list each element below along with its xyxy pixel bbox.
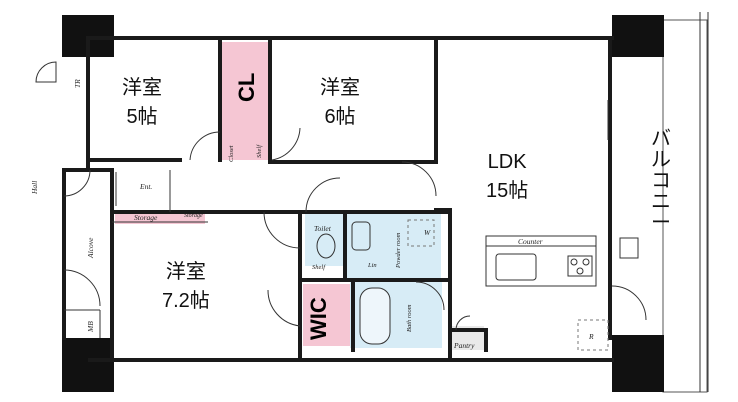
- washbasin: [351, 221, 371, 251]
- pantry-label: Pantry: [454, 341, 475, 350]
- room-name: LDK: [487, 151, 527, 173]
- door-bath-swing: [415, 281, 445, 311]
- room-ldk: LDK 15帖: [486, 148, 528, 206]
- closet-shelf-fill: [222, 132, 268, 160]
- door-ent-swing: [63, 169, 91, 197]
- room-size: 5帖: [126, 106, 158, 128]
- room-western-5: 洋室 5帖: [122, 74, 162, 132]
- shelf-small-label: Shelf: [256, 145, 263, 158]
- toilet-fill: [305, 214, 345, 266]
- cooktop: [567, 255, 593, 277]
- room-name: 洋室: [165, 261, 206, 283]
- wall-fixture: [619, 237, 639, 259]
- door-6-swing: [271, 127, 301, 161]
- room-name: 洋室: [320, 77, 360, 99]
- room-size: 6帖: [324, 106, 356, 128]
- door-5-swing: [189, 131, 221, 161]
- alcove-label: Alcove: [86, 237, 95, 258]
- door-tr-swing: [35, 61, 57, 83]
- shelf-2-label: Shelf: [312, 264, 325, 271]
- burner-3: [576, 267, 584, 275]
- cl-closet-fill: [222, 42, 268, 132]
- balcony-outline: [662, 19, 708, 393]
- washer-w-label: W: [424, 228, 431, 237]
- closet-small-label: Closet: [228, 145, 235, 162]
- closet-wic-label: WIC: [306, 297, 331, 340]
- wic-fill: [303, 284, 353, 346]
- room-size: 7.2帖: [162, 290, 210, 312]
- balcony-label: バルコニー: [651, 126, 671, 234]
- mb-box: [64, 309, 101, 338]
- column-top-right: [612, 15, 664, 57]
- bath-room-label: Bath room: [406, 304, 413, 332]
- linen-label: Lin: [368, 262, 377, 269]
- door-alcove-swing: [63, 269, 101, 307]
- ent-label: Ent.: [140, 182, 153, 191]
- room-western-72: 洋室 7.2帖: [162, 258, 210, 316]
- door-ldk-swing: [401, 161, 437, 197]
- storage-small-label: Storage: [184, 213, 203, 219]
- washer-space: [407, 219, 435, 247]
- powder-room-label: Powder room: [395, 232, 402, 268]
- refrigerator-space: [577, 319, 609, 351]
- toilet-bowl: [316, 233, 336, 259]
- door-wic-swing: [267, 289, 301, 327]
- burner-1: [570, 258, 578, 266]
- column-bottom-left: [62, 338, 114, 392]
- wall-pantry: [448, 328, 488, 352]
- toilet-label: Toilet: [314, 224, 331, 233]
- tr-label: TR: [73, 79, 82, 88]
- column-bottom-right: [612, 335, 664, 392]
- mb-label: MB: [86, 321, 95, 332]
- room-name: 洋室: [122, 77, 162, 99]
- refrigerator-r-label: R: [589, 332, 594, 341]
- kitchen-counter: [485, 235, 597, 287]
- storage-label: Storage: [134, 213, 158, 222]
- door-balcony-swing: [611, 285, 647, 321]
- room-western-6: 洋室 6帖: [320, 74, 360, 132]
- wall-bath-right: [434, 208, 452, 362]
- kitchen-sink: [495, 253, 537, 281]
- door-pantry-swing: [455, 315, 471, 331]
- counter-label: Counter: [518, 237, 543, 246]
- room-size: 15帖: [486, 180, 529, 202]
- closet-cl-label: CL: [234, 72, 259, 102]
- powder-room-fill: [345, 214, 441, 278]
- door-72-swing: [263, 211, 301, 249]
- bathtub: [359, 287, 391, 345]
- hall-label: Hall: [30, 180, 39, 194]
- door-toilet-swing: [305, 177, 341, 213]
- burner-2: [582, 258, 590, 266]
